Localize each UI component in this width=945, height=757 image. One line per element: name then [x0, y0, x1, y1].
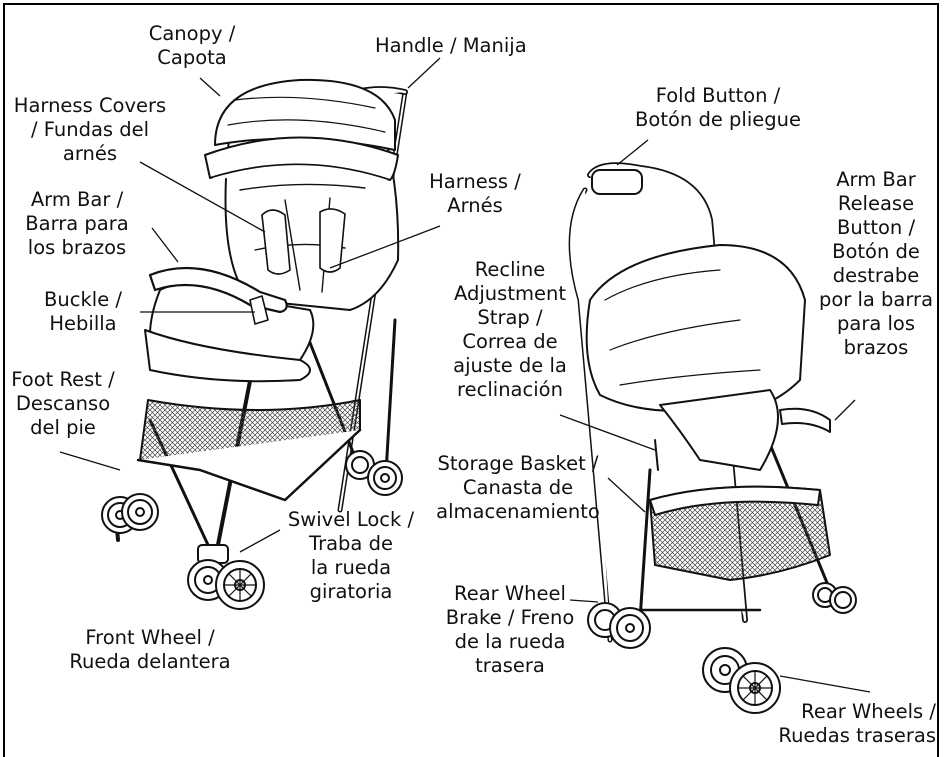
label-harness: Harness /Arnés [420, 170, 530, 218]
leader-recline-strap [560, 415, 655, 450]
rear-stroller-drawing [571, 165, 856, 713]
label-buckle: Buckle /Hebilla [28, 288, 138, 336]
label-handle: Handle / Manija [375, 34, 527, 58]
label-canopy: Canopy /Capota [132, 22, 252, 70]
leader-arm-bar-release [835, 400, 855, 420]
leader-arm-bar [152, 228, 178, 262]
leader-fold-button [617, 140, 648, 165]
label-rear-wheels: Rear Wheels /Ruedas traseras [748, 700, 936, 748]
label-front-wheel: Front Wheel /Rueda delantera [55, 626, 245, 674]
leader-handle [408, 58, 440, 88]
leader-rear-wheels [780, 676, 870, 692]
label-fold-button: Fold Button /Botón de pliegue [618, 84, 818, 132]
leader-swivel-lock [240, 530, 280, 552]
leader-storage-basket [608, 478, 645, 512]
leader-canopy [200, 78, 220, 96]
leader-foot-rest [60, 452, 120, 470]
